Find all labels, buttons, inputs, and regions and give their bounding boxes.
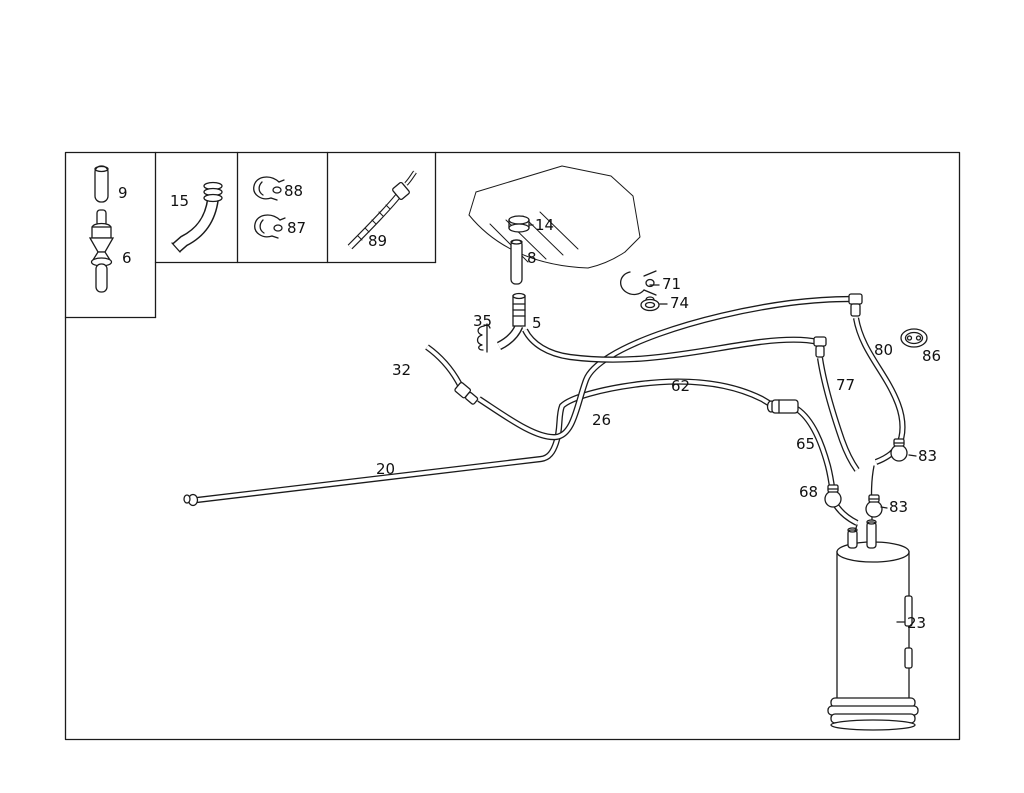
hose-77	[816, 357, 860, 472]
grommet-86	[900, 328, 928, 348]
part-15	[171, 181, 223, 253]
cap-14	[508, 215, 530, 233]
clamp-71	[620, 270, 657, 296]
part-label-23: 23	[907, 614, 926, 632]
part-label-5: 5	[532, 314, 542, 332]
part-label-83-upper: 83	[918, 447, 937, 465]
hose-32	[425, 344, 479, 405]
part-labels: 9 6 15 88 87 89 14 8 71 74 35 5 32 80 86…	[118, 182, 941, 632]
tube-8	[510, 239, 523, 285]
canister-23	[827, 519, 919, 731]
clip-35	[476, 323, 491, 353]
hose-62	[522, 328, 819, 363]
tpiece-5	[496, 292, 526, 351]
part-label-86: 86	[922, 347, 941, 365]
part-label-80: 80	[874, 341, 893, 359]
clip-87	[254, 214, 286, 239]
part-label-20: 20	[376, 460, 395, 478]
part-label-71: 71	[662, 275, 681, 293]
part-label-32: 32	[392, 361, 411, 379]
part-6	[88, 209, 115, 293]
part-label-6: 6	[122, 249, 132, 267]
grommet-74	[640, 296, 660, 312]
part-label-62: 62	[671, 377, 690, 395]
part-label-26: 26	[592, 411, 611, 429]
part-label-9: 9	[118, 184, 128, 202]
diagram-frame	[64, 151, 961, 741]
clip-88	[253, 176, 285, 201]
part-label-89: 89	[368, 232, 387, 250]
connector-65	[766, 399, 799, 414]
hose-32-fitting	[454, 381, 479, 405]
clamp-68	[824, 484, 842, 508]
leader-lines	[529, 224, 917, 623]
part-9	[94, 165, 109, 203]
engine-outline	[468, 165, 641, 269]
hose-26	[477, 295, 851, 441]
clamp-83-upper	[890, 438, 908, 462]
fitting-77	[813, 336, 827, 358]
hose-65	[795, 406, 859, 526]
fuel-line-20	[183, 378, 777, 507]
part-label-35: 35	[473, 312, 492, 330]
part-label-14: 14	[535, 216, 554, 234]
clamp-83-lower	[865, 494, 883, 518]
part-label-15: 15	[170, 192, 189, 210]
hose-80	[852, 317, 906, 465]
part-label-65: 65	[796, 435, 815, 453]
cable-tie-89	[347, 170, 417, 250]
part-label-88: 88	[284, 182, 303, 200]
part-label-83-lower: 83	[889, 498, 908, 516]
part-label-77: 77	[836, 376, 855, 394]
part-label-8: 8	[527, 249, 537, 267]
fitting-80	[848, 293, 863, 317]
part-label-68: 68	[799, 483, 818, 501]
part-label-87: 87	[287, 219, 306, 237]
part-label-74: 74	[670, 294, 689, 312]
